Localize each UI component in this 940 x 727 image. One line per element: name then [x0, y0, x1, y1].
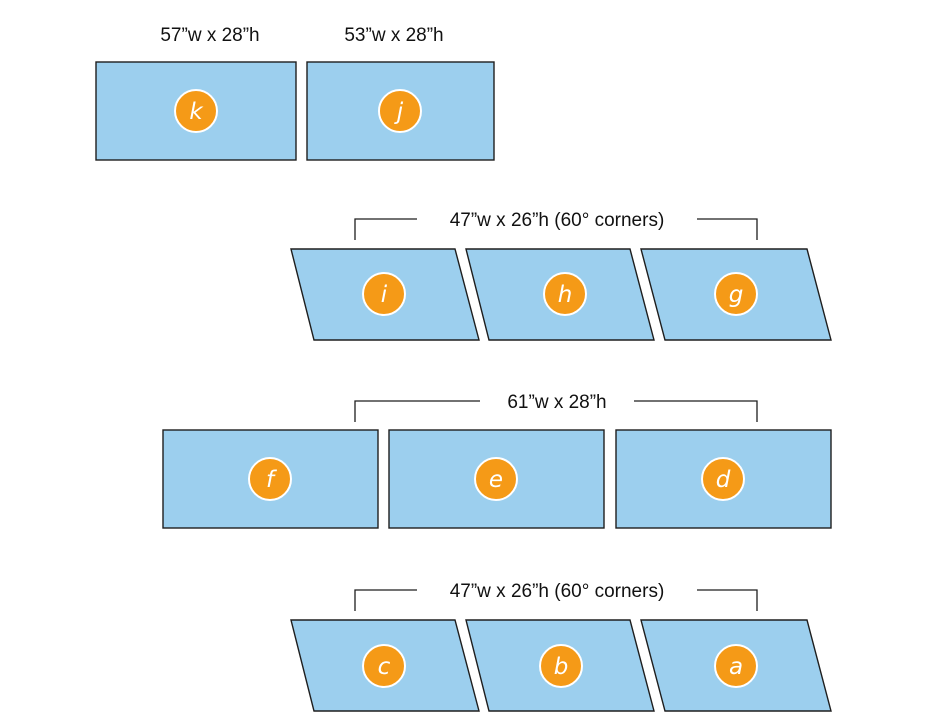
panel-badge-b — [539, 644, 583, 688]
panel-letter-j: j — [394, 99, 404, 125]
dimension-label-fed: 61”w x 28”h — [507, 392, 606, 413]
panel-letter-b: b — [554, 654, 569, 680]
bracket-ijg — [354, 218, 758, 240]
panel-badge-h — [543, 272, 587, 316]
panel-badge-g — [714, 272, 758, 316]
dimension-label-k: 57”w x 28”h — [160, 25, 259, 46]
panel-k: k — [95, 61, 297, 161]
panel-letter-k: k — [189, 99, 204, 125]
panel-badge-d — [701, 457, 745, 501]
panel-g: g — [640, 248, 832, 341]
dimension-label-ihg: 47”w x 26”h (60° corners) — [450, 210, 665, 231]
bracket-cba — [354, 589, 758, 611]
dimension-label-j: 53”w x 28”h — [344, 25, 443, 46]
panel-letter-a: a — [729, 654, 743, 680]
dimension-label-cba: 47”w x 26”h (60° corners) — [450, 581, 665, 602]
panel-letter-g: g — [729, 282, 744, 308]
panel-b: b — [465, 619, 655, 712]
panel-badge-i — [362, 272, 406, 316]
panel-i: i — [290, 248, 480, 341]
panel-letter-c: c — [378, 654, 391, 680]
panel-a: a — [640, 619, 832, 712]
panel-letter-e: e — [489, 467, 503, 493]
bracket-fed — [354, 400, 758, 422]
panel-badge-j — [378, 89, 422, 133]
panel-badge-e — [474, 457, 518, 501]
panel-h: h — [465, 248, 655, 341]
panel-letter-d: d — [716, 467, 731, 493]
panel-badge-k — [174, 89, 218, 133]
panel-letter-i: i — [381, 282, 388, 308]
panel-badge-a — [714, 644, 758, 688]
panel-letter-f: f — [266, 467, 277, 493]
panel-badge-f — [248, 457, 292, 501]
panel-j: j — [306, 61, 495, 161]
panel-e: e — [388, 429, 605, 529]
panel-letter-h: h — [558, 282, 573, 308]
panel-badge-c — [362, 644, 406, 688]
panel-f: f — [162, 429, 379, 529]
panel-c: c — [290, 619, 480, 712]
panel-d: d — [615, 429, 832, 529]
